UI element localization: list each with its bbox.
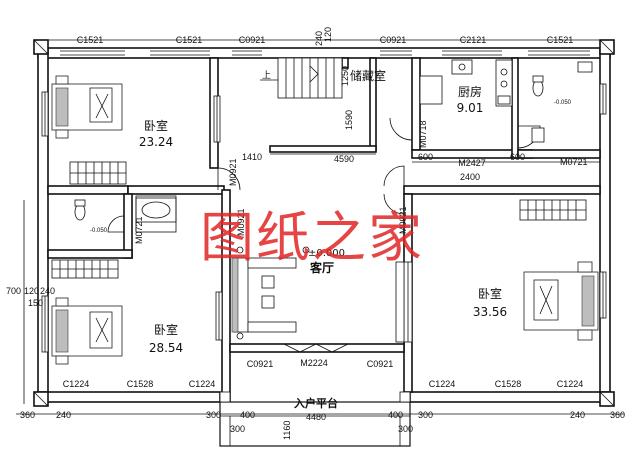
bath-fixtures-left — [74, 195, 177, 233]
dim-1160: 1160 — [282, 421, 292, 440]
dim-b240-right: 240 — [570, 410, 585, 420]
dim-b400-left: 400 — [240, 410, 255, 420]
tv-cabinet — [395, 261, 405, 343]
window-label-bottom-4: C0921 — [247, 359, 274, 369]
door-label-m0921-mid: M0921 — [236, 208, 246, 236]
bath-level-right: -0.050 — [554, 100, 572, 106]
porch — [219, 391, 411, 447]
dimension-lines — [16, 153, 624, 415]
door-swings — [107, 117, 541, 353]
dim-left-150: 150 — [28, 298, 43, 308]
room-name-bedroom-sw: 卧室 — [154, 322, 178, 337]
room-name-living: 客厅 — [309, 260, 334, 275]
room-area-bedroom-sw: 28.54 — [149, 341, 183, 355]
door-label-m2224: M2224 — [300, 358, 328, 368]
wardrobe-nw — [69, 161, 127, 185]
sofa-set — [231, 246, 297, 340]
dim-600b: 600 — [510, 152, 525, 162]
room-name-bedroom-nw: 卧室 — [144, 118, 168, 133]
dim-2400: 2400 — [460, 172, 480, 182]
dim-b300-left: 300 — [206, 410, 221, 420]
dim-1590: 1590 — [344, 110, 354, 130]
dim-left-700: 700 — [6, 286, 21, 296]
room-name-bedroom-e: 卧室 — [478, 286, 502, 301]
bed-nw — [51, 75, 123, 139]
dim-b360-left: 360 — [20, 410, 35, 420]
room-name-storage: 储藏室 — [350, 68, 386, 83]
door-label-m0718: M0718 — [418, 120, 428, 148]
dim-left-240: 240 — [40, 286, 55, 296]
dim-left-120: 120 — [24, 286, 39, 296]
window-label-bottom-5: C0921 — [367, 359, 394, 369]
dim-b300-low-right: 300 — [398, 424, 413, 434]
dim-b240-left: 240 — [56, 410, 71, 420]
window-label-bottom-8: C1224 — [557, 379, 584, 389]
dim-b300-low-left: 300 — [230, 424, 245, 434]
door-label-m2427: M2427 — [458, 158, 486, 168]
dim-4480: 4480 — [306, 412, 326, 422]
room-name-kitchen: 厨房 — [458, 84, 482, 99]
wardrobe-e — [519, 199, 587, 221]
dim-b300-right: 300 — [418, 410, 433, 420]
room-area-bedroom-e: 33.56 — [473, 305, 507, 319]
door-label-m0721-bath: M0721 — [134, 216, 144, 244]
outer-walls — [33, 39, 615, 407]
door-label-m0921-e: M0921 — [398, 206, 408, 234]
living-level: ±0.000 — [308, 248, 345, 259]
wardrobe-sw — [51, 259, 119, 279]
dim-top-240: 240 — [314, 31, 324, 46]
dim-b360-right: 360 — [610, 410, 625, 420]
window-label-bottom-6: C1224 — [429, 379, 456, 389]
bath-level-left: -0.050 — [90, 228, 108, 234]
dim-1410: 1410 — [242, 152, 262, 162]
window-label-bottom-2: C1528 — [127, 379, 154, 389]
watermark: 图纸之家 — [200, 206, 424, 269]
room-name-porch: 入户平台 — [294, 396, 338, 410]
window-label-bottom-3: C1224 — [189, 379, 216, 389]
kitchen-fixtures — [419, 59, 513, 107]
dim-top-120: 120 — [323, 27, 333, 42]
stair-up-label: 上 — [262, 70, 271, 80]
level-marker — [302, 246, 310, 254]
window-label-bottom-7: C1528 — [495, 379, 522, 389]
interior-window-marks — [41, 83, 607, 353]
room-area-kitchen: 9.01 — [457, 101, 484, 115]
bath-fixtures-right — [531, 61, 593, 143]
room-area-bedroom-nw: 23.24 — [139, 135, 173, 149]
dim-600a: 600 — [418, 152, 433, 162]
bed-e — [523, 261, 599, 341]
dim-b400-right: 400 — [388, 410, 403, 420]
door-label-m0721-right: M0721 — [560, 157, 588, 167]
door-label-m0921-left: M0921 — [228, 158, 238, 186]
top-windows — [60, 50, 590, 56]
staircase — [260, 57, 343, 99]
dim-4590: 4590 — [334, 154, 354, 164]
window-label-bottom-1: C1224 — [63, 379, 90, 389]
bed-sw — [51, 297, 123, 365]
dim-1250: 1250 — [340, 66, 350, 86]
